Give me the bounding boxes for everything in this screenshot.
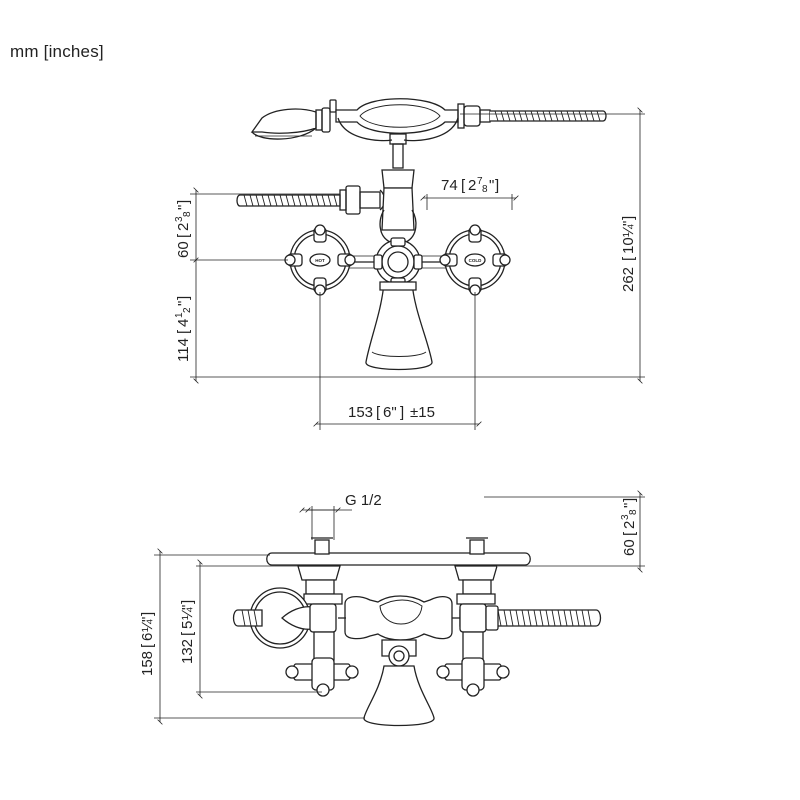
svg-text:2: 2 bbox=[621, 521, 638, 529]
svg-text:153: 153 bbox=[348, 404, 373, 421]
svg-text:2: 2 bbox=[175, 223, 192, 231]
cold-cross-handle bbox=[439, 224, 511, 296]
svg-text:6: 6 bbox=[139, 633, 156, 641]
mounting-plate bbox=[266, 552, 531, 566]
svg-text:": " bbox=[179, 605, 196, 610]
dim-74: 74 [ 2 7 8 " ] bbox=[441, 176, 499, 195]
svg-text:8: 8 bbox=[182, 211, 193, 217]
svg-text:[: [ bbox=[461, 177, 466, 194]
dim-60-top: 60 [ 2 3 8 " ] bbox=[620, 498, 639, 556]
svg-text:": " bbox=[489, 177, 494, 194]
svg-text:4: 4 bbox=[175, 319, 192, 327]
svg-text:6": 6" bbox=[383, 404, 397, 421]
hot-label: HOT bbox=[315, 258, 325, 263]
svg-text:¼: ¼ bbox=[139, 619, 156, 632]
front-dimensions bbox=[190, 107, 645, 430]
svg-text:5: 5 bbox=[179, 621, 196, 629]
top-spout bbox=[363, 639, 435, 727]
dim-60-front: 60 [ 2 3 8 " ] bbox=[174, 200, 193, 258]
svg-text:]: ] bbox=[621, 498, 638, 502]
cradle-stem bbox=[381, 133, 415, 189]
svg-text:[: [ bbox=[621, 531, 638, 536]
dim-114: 114 [ 4 1 2 " ] bbox=[174, 296, 193, 362]
svg-text:]: ] bbox=[400, 404, 404, 421]
svg-text:±15: ±15 bbox=[410, 404, 435, 421]
spout-base bbox=[365, 281, 433, 371]
svg-text:2: 2 bbox=[468, 177, 476, 194]
hand-shower-head bbox=[250, 99, 337, 140]
svg-text:10: 10 bbox=[620, 237, 637, 254]
svg-text:[: [ bbox=[175, 329, 192, 334]
svg-text:]: ] bbox=[175, 296, 192, 300]
inlet-pipes bbox=[311, 537, 488, 555]
front-view bbox=[236, 98, 607, 371]
svg-text:7: 7 bbox=[477, 176, 483, 187]
svg-text:": " bbox=[175, 205, 192, 210]
svg-text:": " bbox=[139, 617, 156, 622]
svg-text:¼: ¼ bbox=[620, 224, 637, 237]
hot-cross-handle bbox=[284, 224, 356, 296]
svg-text:114: 114 bbox=[175, 338, 192, 362]
handle-spindles bbox=[313, 631, 484, 661]
svg-text:[: [ bbox=[175, 233, 192, 238]
central-body bbox=[340, 187, 460, 287]
cradle-handle bbox=[335, 98, 491, 142]
svg-text:": " bbox=[175, 301, 192, 306]
svg-text:60: 60 bbox=[621, 539, 638, 556]
top-right-cross-handle bbox=[436, 657, 510, 697]
svg-text:[: [ bbox=[376, 404, 381, 421]
svg-text:262: 262 bbox=[620, 267, 637, 292]
svg-text:[: [ bbox=[139, 643, 156, 648]
top-left-cross-handle bbox=[285, 657, 359, 697]
svg-text:2: 2 bbox=[182, 307, 193, 313]
left-inlet-arm bbox=[297, 565, 343, 605]
dim-158: 158 [ 6 ¼ " ] bbox=[139, 612, 156, 676]
top-dimensions bbox=[154, 490, 645, 725]
units-label: mm [inches] bbox=[10, 42, 104, 61]
svg-text:]: ] bbox=[139, 612, 156, 616]
svg-text:8: 8 bbox=[482, 184, 488, 195]
svg-text:": " bbox=[620, 221, 637, 226]
svg-text:]: ] bbox=[179, 600, 196, 604]
central-bar bbox=[338, 595, 460, 641]
svg-text:158: 158 bbox=[139, 651, 156, 676]
svg-text:3: 3 bbox=[174, 216, 185, 222]
right-inlet-arm bbox=[454, 565, 498, 605]
svg-text:1: 1 bbox=[174, 312, 185, 318]
svg-text:[: [ bbox=[620, 256, 637, 261]
top-view-hoses bbox=[232, 603, 602, 633]
svg-text:3: 3 bbox=[620, 514, 631, 520]
dim-262: 262 [ 10 ¼ " ] bbox=[620, 216, 637, 292]
cold-label: COLD bbox=[469, 258, 482, 263]
top-view bbox=[232, 537, 602, 727]
svg-text:74: 74 bbox=[441, 177, 458, 194]
dim-153: 153 [ 6" ] ±15 bbox=[348, 404, 435, 421]
svg-text:": " bbox=[621, 503, 638, 508]
svg-text:[: [ bbox=[179, 631, 196, 636]
svg-text:8: 8 bbox=[628, 509, 639, 515]
shower-hose-top bbox=[490, 110, 607, 122]
svg-text:132: 132 bbox=[179, 639, 196, 664]
svg-text:]: ] bbox=[495, 177, 499, 194]
svg-text:]: ] bbox=[620, 216, 637, 220]
shower-hose-side bbox=[236, 185, 386, 215]
svg-text:¼: ¼ bbox=[179, 607, 196, 620]
thread-label: G 1/2 bbox=[345, 492, 382, 509]
dim-132: 132 [ 5 ¼ " ] bbox=[179, 600, 196, 664]
svg-text:]: ] bbox=[175, 200, 192, 204]
svg-text:60: 60 bbox=[175, 241, 192, 258]
